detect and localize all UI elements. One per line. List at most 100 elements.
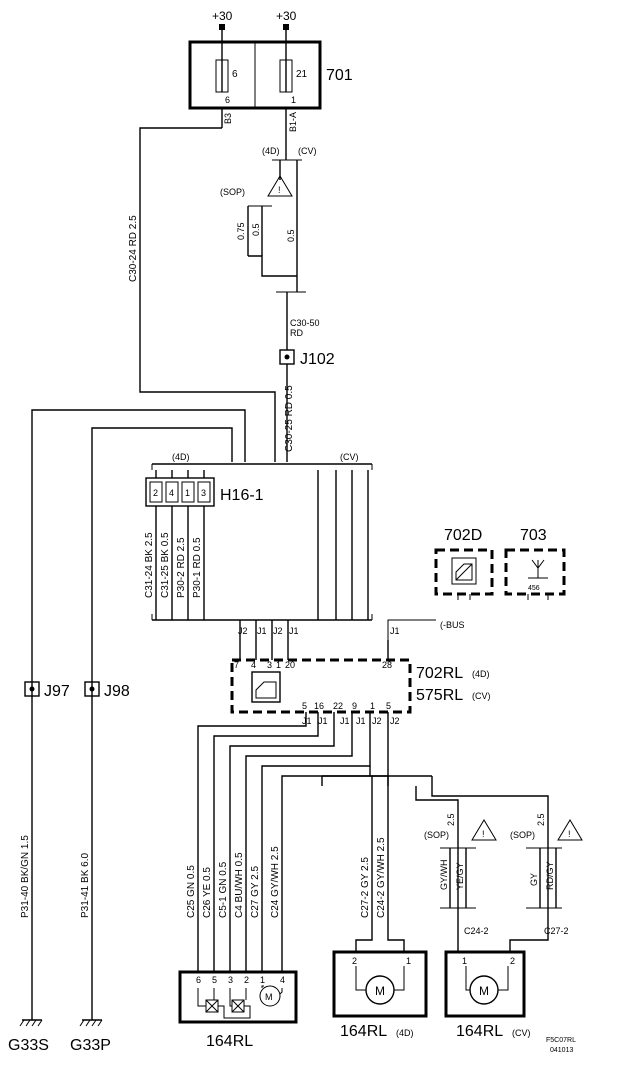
warning-icon-cv-left-mark: !: [482, 829, 485, 839]
mod-top-pin-4: 1: [276, 660, 281, 670]
motor-4d-wire-2: C24-2 GY/WH 2.5: [376, 837, 387, 918]
fuse-left-pin: 6: [225, 95, 230, 105]
h16-wire-1: C31-24 BK 2.5: [144, 532, 155, 598]
cv-size-left: 2.5: [446, 813, 456, 826]
supply-terminal-right: [283, 24, 289, 30]
mod-top-conn-1: J2: [238, 626, 248, 636]
wire-05-a: 0.5: [251, 223, 261, 236]
motor-4d-m-icon: [365, 975, 395, 1005]
switch-703-label: 703: [520, 527, 547, 544]
mod-top-conn-2: J1: [257, 626, 267, 636]
fuse-box-id: 701: [326, 67, 353, 84]
mod-bot-pin-6: 5: [386, 701, 391, 711]
motor-main-pin-1: 6: [196, 975, 201, 985]
cv-wire-gy: GY: [529, 873, 539, 886]
h16-pin-1: 2: [153, 488, 158, 498]
variant-4d-top: (4D): [262, 146, 280, 156]
wire-c30-24: C30-24 RD 2.5: [128, 215, 139, 282]
switch-703-antenna-icon: [528, 559, 548, 579]
motor-wire-6: C24 GY/WH 2.5: [270, 846, 281, 918]
motor-main-pin-3: 3: [228, 975, 233, 985]
h16-pin-3: 1: [185, 488, 190, 498]
connector-h16-1-label: H16-1: [220, 487, 264, 504]
variant-4d-h16: (4D): [172, 452, 190, 462]
motor-wire-5: C27 GY 2.5: [250, 865, 261, 918]
variant-cv-top: (CV): [298, 146, 317, 156]
wire-075: 0.75: [236, 222, 246, 240]
switch-702d: [434, 548, 494, 596]
ground-g33s: G33S: [8, 1037, 49, 1054]
warning-icon-cv-right-mark: !: [568, 829, 571, 839]
motor-wire-3: C5-1 GN 0.5: [218, 861, 229, 918]
wire-05-b: 0.5: [286, 229, 296, 242]
switch-703: [504, 548, 566, 596]
sop-label-cv-left: (SOP): [424, 830, 449, 840]
conn-b3: B3: [223, 113, 233, 124]
splice-j98: [84, 681, 100, 697]
motor-main-m: M: [265, 992, 273, 1002]
mod-top-conn-4: J1: [289, 626, 299, 636]
supply-terminal-left: [219, 24, 225, 30]
switch-702d-label: 702D: [444, 527, 482, 544]
bus-label: (-BUS: [440, 620, 465, 630]
h16-wire-3: P30-2 RD 2.5: [176, 537, 187, 598]
h16-pin-2: 4: [169, 488, 174, 498]
motor-cv-label: 164RL: [456, 1023, 503, 1040]
motor-4d-m: M: [375, 984, 385, 998]
motor-164rl-main: [178, 970, 298, 1024]
cv-wire-gywh: GY/WH: [439, 860, 449, 891]
motor-cv-pin-1: 1: [462, 956, 467, 966]
supply-label-right: +30: [276, 9, 297, 23]
ref-code: F5C07RL: [546, 1037, 576, 1044]
mod-top-pin-2: 4: [251, 660, 256, 670]
motor-main-pin-2: 5: [212, 975, 217, 985]
mod-bot-conn-2: J1: [318, 716, 328, 726]
module-switch-icon: [251, 671, 281, 703]
module-id-cv: 575RL: [416, 687, 463, 704]
motor-cv-variant: (CV): [512, 1028, 531, 1038]
mod-bot-conn-6: J2: [390, 716, 400, 726]
ground-g33p: G33P: [70, 1037, 111, 1054]
wire-c30-25: C30-25 RD 0.5: [284, 385, 295, 452]
warning-icon-top: [267, 175, 293, 197]
mod-bot-conn-3: J1: [340, 716, 350, 726]
mod-top-pin-5: 20: [285, 660, 295, 670]
motor-cv-m-icon: [469, 975, 499, 1005]
splice-j102-label: J102: [300, 351, 335, 368]
splice-j97-label: J97: [44, 683, 70, 700]
warning-icon-cv-right: [557, 819, 583, 841]
mod-bot-pin-1: 5: [302, 701, 307, 711]
sop-label-top: (SOP): [220, 187, 245, 197]
warning-icon-cv-left: [471, 819, 497, 841]
fuse-right-pin: 1: [291, 95, 296, 105]
motor-164rl-4d: [332, 950, 428, 1018]
mod-top-conn-5: J1: [390, 626, 400, 636]
motor-main-pin-5: 1: [260, 975, 265, 985]
ref-date: 041013: [550, 1047, 573, 1054]
motor-4d-wire-1: C27-2 GY 2.5: [360, 857, 371, 918]
wire-c30-50: C30-50: [290, 318, 320, 328]
mod-bot-conn-4: J1: [356, 716, 366, 726]
warning-icon-top-mark: !: [278, 185, 281, 195]
switch-703-pin: 456: [528, 585, 540, 592]
mod-bot-conn-5: J2: [372, 716, 382, 726]
h16-wire-2: C31-25 BK 0.5: [160, 532, 171, 598]
motor-main-label: 164RL: [206, 1033, 253, 1050]
module-variant-cv: (CV): [472, 691, 491, 701]
motor-wire-1: C25 GN 0.5: [186, 865, 197, 918]
ground-wire-left: P31-40 BK/GN 1.5: [20, 835, 31, 918]
cv-size-right: 2.5: [536, 813, 546, 826]
motor-164rl-cv: [444, 950, 526, 1018]
mod-bot-pin-2: 16: [314, 701, 324, 711]
module-id-4d: 702RL: [416, 665, 463, 682]
cv-conn-c27-2: C27-2: [544, 926, 569, 936]
switch-702d-icon: [451, 557, 477, 585]
mod-top-pin-3: 3: [267, 660, 272, 670]
module-702rl: [230, 658, 412, 714]
motor-4d-variant: (4D): [396, 1028, 414, 1038]
sop-label-cv-right: (SOP): [510, 830, 535, 840]
cv-wire-rdgy: RD/GY: [545, 861, 555, 890]
connector-h16-1: [145, 477, 215, 507]
mod-bot-pin-5: 1: [370, 701, 375, 711]
